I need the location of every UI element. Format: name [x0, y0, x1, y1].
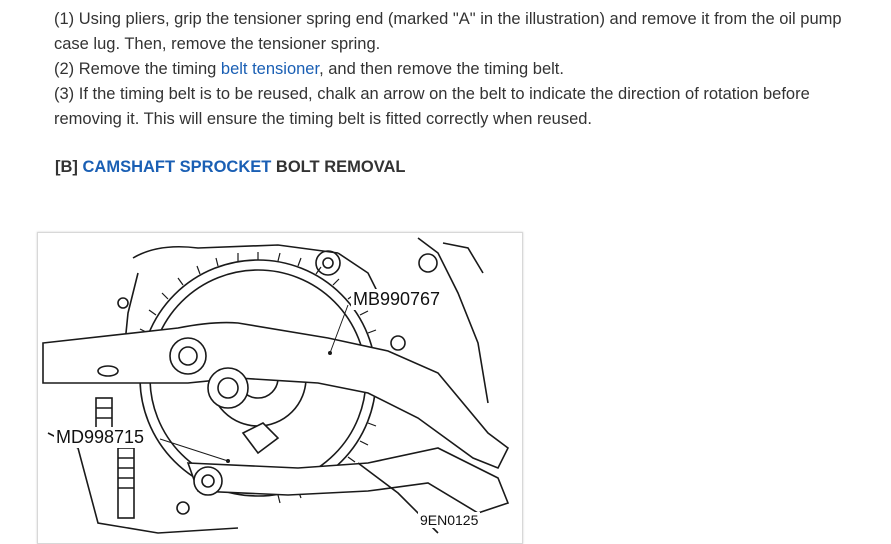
figure-code: 9EN0125: [418, 512, 481, 528]
step-2-text-after: , and then remove the timing belt.: [319, 60, 564, 78]
tool-label-md998715: MD998715: [54, 427, 147, 448]
camshaft-sprocket-link[interactable]: CAMSHAFT SPROCKET: [82, 158, 272, 176]
tool-label-mb990767: MB990767: [351, 289, 443, 310]
belt-tensioner-link[interactable]: belt tensioner: [220, 60, 320, 78]
section-heading: [B] CAMSHAFT SPROCKET BOLT REMOVAL: [55, 158, 405, 177]
illustration-drawing: [42, 237, 510, 534]
heading-suffix: BOLT REMOVAL: [271, 158, 406, 176]
step-2-paragraph: (2) Remove the timing belt tensioner, an…: [38, 57, 874, 82]
step-1-text: (1) Using pliers, grip the tensioner spr…: [54, 10, 842, 53]
heading-prefix: [B]: [55, 158, 83, 176]
step-3-text: (3) If the timing belt is to be reused, …: [54, 85, 810, 128]
step-2-text-before: (2) Remove the timing: [54, 60, 221, 78]
camshaft-sprocket-illustration: MB990767 MD998715 9EN0125: [37, 232, 523, 544]
